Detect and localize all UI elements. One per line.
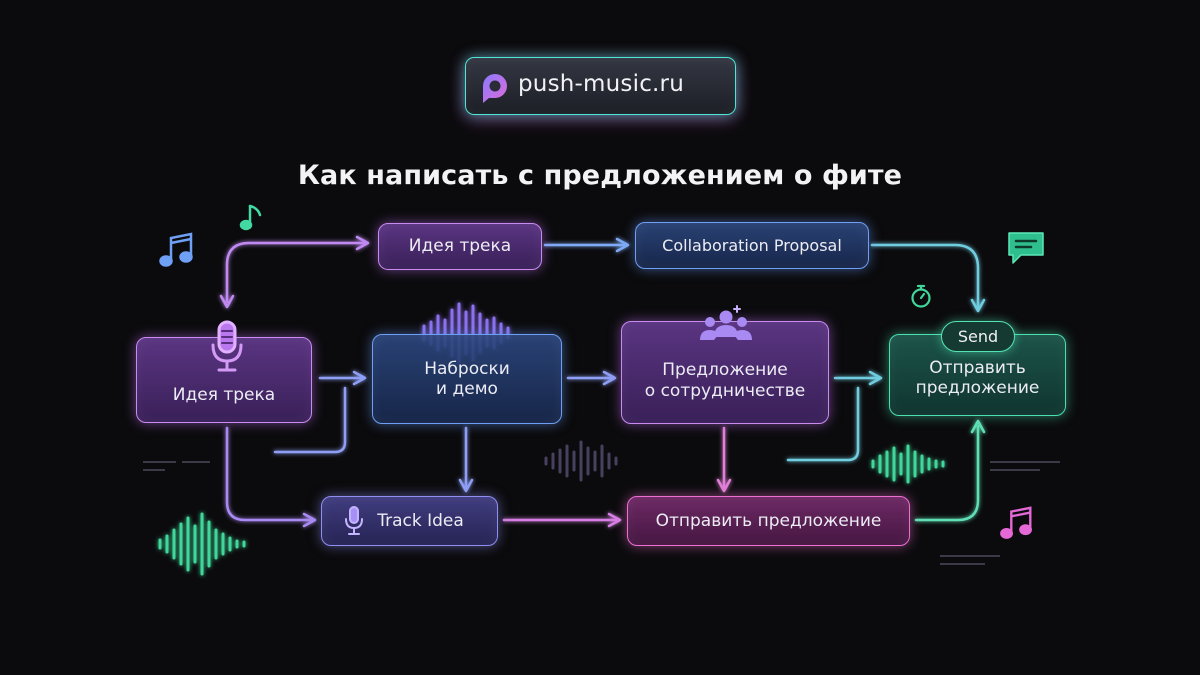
waveform-icon: [544, 440, 618, 482]
node-sketches-demo[interactable]: Наброски и демо: [372, 334, 562, 424]
waveform-icon: [158, 512, 246, 576]
send-badge[interactable]: Send: [941, 321, 1015, 352]
microphone-icon: [211, 320, 243, 372]
arrowhead: [355, 235, 370, 251]
link-send-offer-to-send: [914, 424, 980, 522]
arrowhead: [607, 512, 622, 528]
microphone-icon: [345, 506, 363, 535]
brand-logo[interactable]: push-music.ru: [465, 57, 736, 115]
node-idea-top[interactable]: Идея трека: [378, 223, 542, 270]
link-feedback-right: [786, 386, 860, 462]
node-label: Предложение о сотрудничестве: [644, 360, 806, 401]
music-note-icon: [1000, 506, 1032, 539]
arrowhead: [970, 419, 986, 434]
arrowhead: [868, 370, 883, 386]
arrowhead: [602, 370, 617, 386]
link-left-to-top-idea: [225, 241, 367, 304]
node-label: Отправить предложение: [655, 510, 882, 531]
music-note-icon: [159, 232, 193, 267]
waveform-icon: [871, 444, 945, 484]
chat-icon: [1008, 232, 1044, 264]
background-decor: [143, 461, 1060, 565]
music-note-icon: [239, 204, 262, 231]
node-label: Track Idea: [377, 510, 464, 531]
node-send-offer[interactable]: Отправить предложение: [627, 496, 910, 546]
arrowhead: [352, 370, 367, 386]
page-title: Как написать с предложением о фите: [297, 160, 903, 191]
link-proposal-to-send: [870, 243, 980, 309]
arrowhead: [302, 512, 317, 528]
brand-name: push-music.ru: [518, 71, 684, 97]
stopwatch-icon: [911, 284, 931, 308]
arrowhead: [219, 294, 235, 309]
node-collaboration-proposal[interactable]: Collaboration Proposal: [635, 222, 869, 269]
node-collaboration-offer[interactable]: Предложение о сотрудничестве: [621, 321, 829, 424]
arrowhead: [615, 237, 630, 253]
node-label: Отправить предложение: [915, 357, 1040, 398]
link-feedback-left: [273, 386, 347, 454]
node-label: Идея трека: [408, 236, 512, 257]
arrowhead: [970, 298, 986, 313]
p-speech-bubble-logo-icon: [483, 74, 507, 103]
users-group-icon: [700, 305, 752, 340]
link-left-to-track-idea: [225, 426, 314, 522]
node-label: Наброски и демо: [424, 358, 510, 399]
node-label: Идея трека: [172, 384, 276, 405]
node-label: Collaboration Proposal: [662, 235, 842, 255]
arrowhead: [458, 478, 474, 493]
arrowhead: [716, 478, 732, 493]
